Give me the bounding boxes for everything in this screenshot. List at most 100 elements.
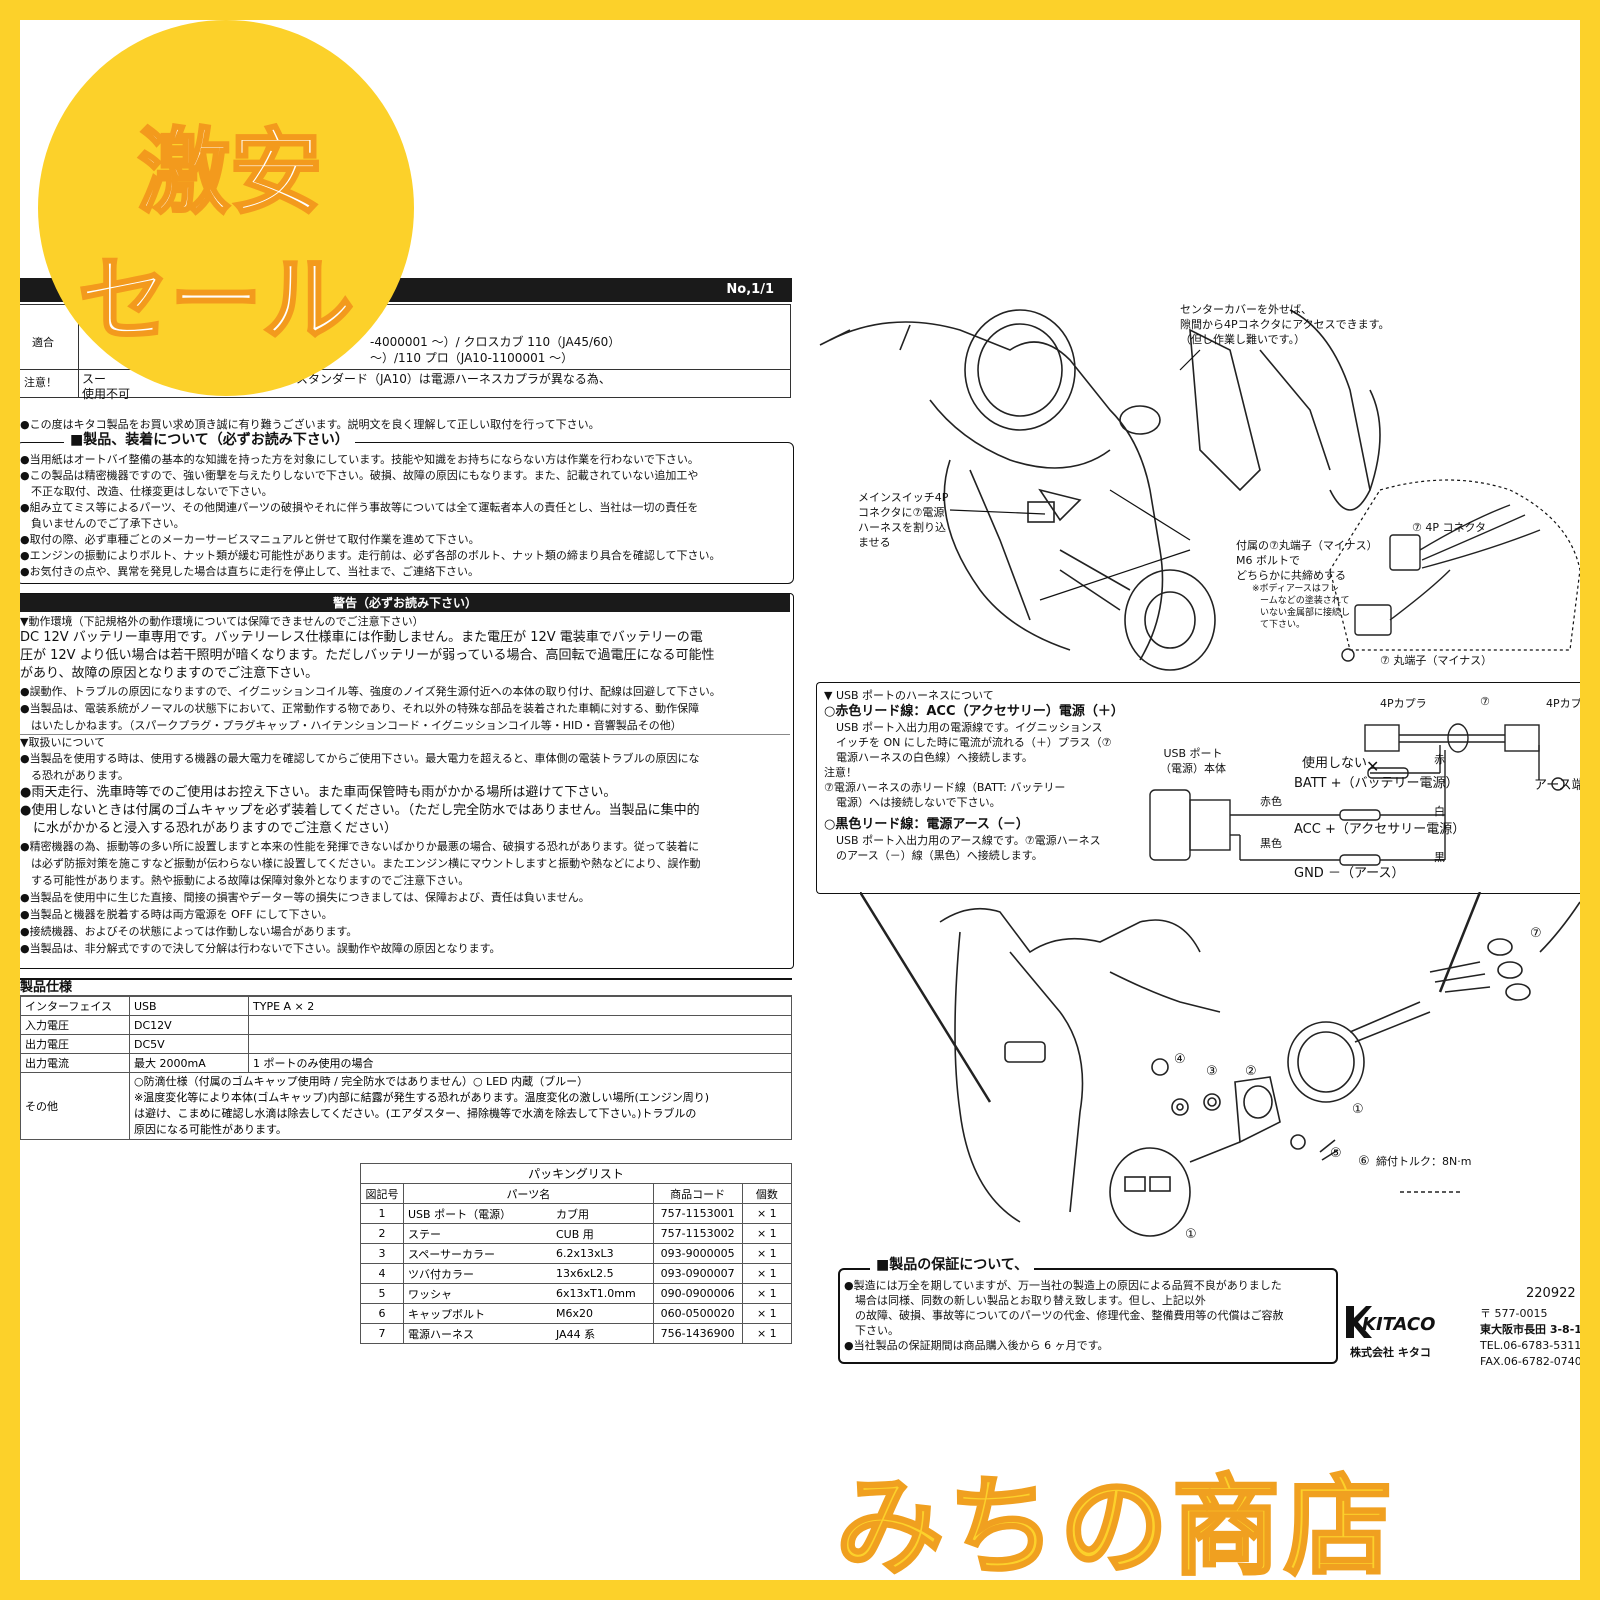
red-lead-2: イッチを ON にした時に電流が流れる（＋）プラス（⑦ xyxy=(836,736,1112,749)
handling-line-4: ●使用しないときは付属のゴムキャップを必ず装着してください。（ただし完全防水では… xyxy=(20,803,700,818)
harness-notes: ▼ USB ポートのハーネスについて ○赤色リード線：ACC（アクセサリー）電源… xyxy=(824,688,1124,863)
center-cover-note: センターカバーを外せば、 隙間から4Pコネクタにアクセスできます。 （但し作業し… xyxy=(1180,302,1390,347)
row-code: 757-1153002 xyxy=(652,1223,743,1244)
ring-note-1: 付属の⑦丸端子（マイナス） xyxy=(1236,539,1378,552)
thanks-text: ●この度はキタコ製品をお買い求め頂き誠に有り難うございます。説明文を良く理解して… xyxy=(20,418,600,431)
page-number: No,1/1 xyxy=(726,282,774,297)
row-qty: × 1 xyxy=(741,1303,793,1324)
env-line-3: があり、故障の原因となりますのでご注意下さい。 xyxy=(20,666,319,681)
handling-line-6: ●精密機器の為、振動等の多い所に設置しますと本来の性能を発揮できないばかりか最悪… xyxy=(20,840,700,853)
section1-title: ■製品、装着について（必ずお読み下さい） xyxy=(64,433,355,448)
env-title: ▼動作環境（下記規格外の動作環境については保障できませんのでご注意下さい） xyxy=(20,615,424,628)
kitaco-logo: KITACO 株式会社 キタコ xyxy=(1342,1304,1435,1359)
row-size: 6.2x13xL3 xyxy=(552,1243,654,1264)
main-switch-2: コネクタに⑦電源 xyxy=(858,506,945,519)
warranty-box xyxy=(838,1268,1338,1364)
warranty-title: ■製品の保証について、 xyxy=(870,1258,1035,1273)
spec-value: DC12V xyxy=(129,1015,249,1035)
kitaco-k-icon xyxy=(1346,1306,1372,1338)
section1-line: ●この製品は精密機器ですので、強い衝撃を与えたりしないで下さい。破損、故障の原因… xyxy=(20,469,699,482)
black-lead-1: USB ポート入出力用のアース線です。⑦電源ハーネス xyxy=(836,834,1101,847)
handling-line-5: に水がかかると浸入する恐れがありますのでご注意ください） xyxy=(20,821,398,836)
warning-title: 警告（必ずお読み下さい） xyxy=(20,594,790,612)
env-line-6: はいたしかねます。（スパークプラグ・プラグキャップ・ハイテンションコード・イグニ… xyxy=(20,717,790,735)
badge-line-1: 激安 xyxy=(136,118,323,228)
handling-line-12: ●当製品は、非分解式ですので決して分解は行わないで下さい。誤動作や故障の原因とな… xyxy=(20,942,501,955)
ring-note-5: ームなどの塗装されて xyxy=(1260,596,1350,606)
spec-value: 最大 2000mA xyxy=(129,1053,249,1073)
spec-other-3: は避け、こまめに確認し水滴は除去してください。(エアダスター、掃除機等で水滴を除… xyxy=(134,1107,697,1120)
white-short: 白 xyxy=(1434,805,1445,818)
warranty-line-4: 下さい。 xyxy=(844,1324,899,1337)
center-note-3: （但し作業し難いです。） xyxy=(1180,333,1306,346)
ring-note-2: M6 ボルトで xyxy=(1236,554,1300,567)
row-no: 1 xyxy=(360,1203,404,1224)
row-code: 093-0900007 xyxy=(652,1263,743,1284)
spec-key: 入力電圧 xyxy=(20,1015,130,1035)
ring-note-6: いない金属部に接続し xyxy=(1260,608,1351,618)
row-code: 093-9000005 xyxy=(652,1243,743,1264)
badge-line-2: セール xyxy=(76,246,355,356)
spec-key: 出力電流 xyxy=(20,1053,130,1073)
warranty-line-2: 場合は同様、同数の新しい製品とお取り替え致します。但し、上記以外 xyxy=(844,1294,1206,1307)
section1-line: 不正な取付、改造、仕様変更はしないで下さい。 xyxy=(20,485,273,498)
brand-name: KITACO xyxy=(1362,1314,1436,1335)
harness-caution: 注意！ xyxy=(824,766,857,779)
row-size: カブ用 xyxy=(552,1203,654,1224)
main-switch-3: ハーネスを割り込 xyxy=(858,521,946,534)
black-lead-2: のアース（－）線（黒色）へ接続します。 xyxy=(836,849,1043,862)
warranty-line-5: ●当社製品の保証期間は商品購入後から 6 ヶ月です。 xyxy=(844,1339,1109,1352)
packing-title: パッキングリスト xyxy=(360,1163,792,1184)
company-addr: 東大阪市長田 3-8-13 xyxy=(1480,1323,1590,1336)
main-switch-note: メインスイッチ4P コネクタに⑦電源 ハーネスを割り込 ませる xyxy=(858,490,948,550)
handling-line-10: ●当製品と機器を脱着する時は両方電源を OFF にして下さい。 xyxy=(20,908,333,921)
product-notes-box xyxy=(20,442,794,584)
fitment-line-1: -4000001 ～）/ クロスカブ 110（JA45/60） xyxy=(370,335,621,349)
center-note-1: センターカバーを外せば、 xyxy=(1180,303,1312,316)
caution-label: 注意！ xyxy=(24,376,57,389)
row-size: 6x13xT1.0mm xyxy=(552,1283,654,1304)
coupler-left-label: 4Pカプラ xyxy=(1380,697,1427,710)
doc-code: 220922 xyxy=(1526,1286,1576,1301)
spec-key: インターフェイス xyxy=(20,996,130,1016)
spec-key: 出力電圧 xyxy=(20,1034,130,1054)
handling-line-9: ●当製品を使用中に生じた直接、間接の損害やデーター等の損失につきましては、保障お… xyxy=(20,891,590,904)
handling-line-11: ●接続機器、およびその状態によっては作動しない場合があります。 xyxy=(20,925,358,938)
harness-caution-1: ⑦電源ハーネスの赤リード線（BATT: バッテリー xyxy=(824,781,1066,794)
row-no: 6 xyxy=(360,1303,404,1324)
row-name: USB ポート（電源） xyxy=(403,1203,552,1224)
row-no: 4 xyxy=(360,1263,404,1284)
warning-box xyxy=(20,593,794,969)
row-name: ツバ付カラー xyxy=(403,1263,552,1284)
harness-caution-2: 電源）へは接続しないで下さい。 xyxy=(836,796,1001,809)
row-code: 757-1153001 xyxy=(652,1203,743,1224)
section1-line: ●取付の際、必ず車種ごとのメーカーサービスマニュアルと併せて取付作業を進めて下さ… xyxy=(20,533,480,546)
col-qty: 個数 xyxy=(741,1183,793,1204)
harness-title: ▼ USB ポートのハーネスについて xyxy=(824,689,994,702)
row-no: 7 xyxy=(360,1323,404,1344)
company-tel: TEL.06-6783-5311（代 xyxy=(1480,1339,1600,1352)
section1-line: 負いませんのでご了承下さい。 xyxy=(20,517,185,530)
col-part: パーツ名 xyxy=(403,1183,654,1204)
ring-note-7: て下さい。 xyxy=(1260,620,1306,630)
section1-line: ●当用紙はオートバイ整備の基本的な知識を持った方を対象にしています。技能や知識を… xyxy=(20,453,699,466)
callout-4: ④ xyxy=(1174,1052,1186,1067)
spec-value: DC5V xyxy=(129,1034,249,1054)
callout-1a: ① xyxy=(1352,1102,1364,1117)
spec-note xyxy=(248,1034,792,1054)
exploded-view xyxy=(860,892,1580,1237)
spec-row-other: その他 ○防滴仕様（付属のゴムキャップ使用時 / 完全防水ではありません）○ L… xyxy=(20,1072,792,1140)
usb-body-2: （電源）本体 xyxy=(1160,762,1226,775)
spec-other-4: 原因になる可能性があります。 xyxy=(134,1123,287,1136)
harness-box xyxy=(816,682,1580,894)
row-size: M6x20 xyxy=(552,1303,654,1324)
handling-line-3: ●雨天走行、洗車時等でのご使用はお控え下さい。また車両保管時も雨がかかる場所は避… xyxy=(20,785,617,800)
fitment-label: 適合 xyxy=(32,336,54,349)
callout-7: ⑦ xyxy=(1530,926,1542,941)
col-code: 商品コード xyxy=(652,1183,743,1204)
section1-line: ●エンジンの振動によりボルト、ナット類が緩む可能性があります。走行前は、必ず各部… xyxy=(20,549,721,562)
